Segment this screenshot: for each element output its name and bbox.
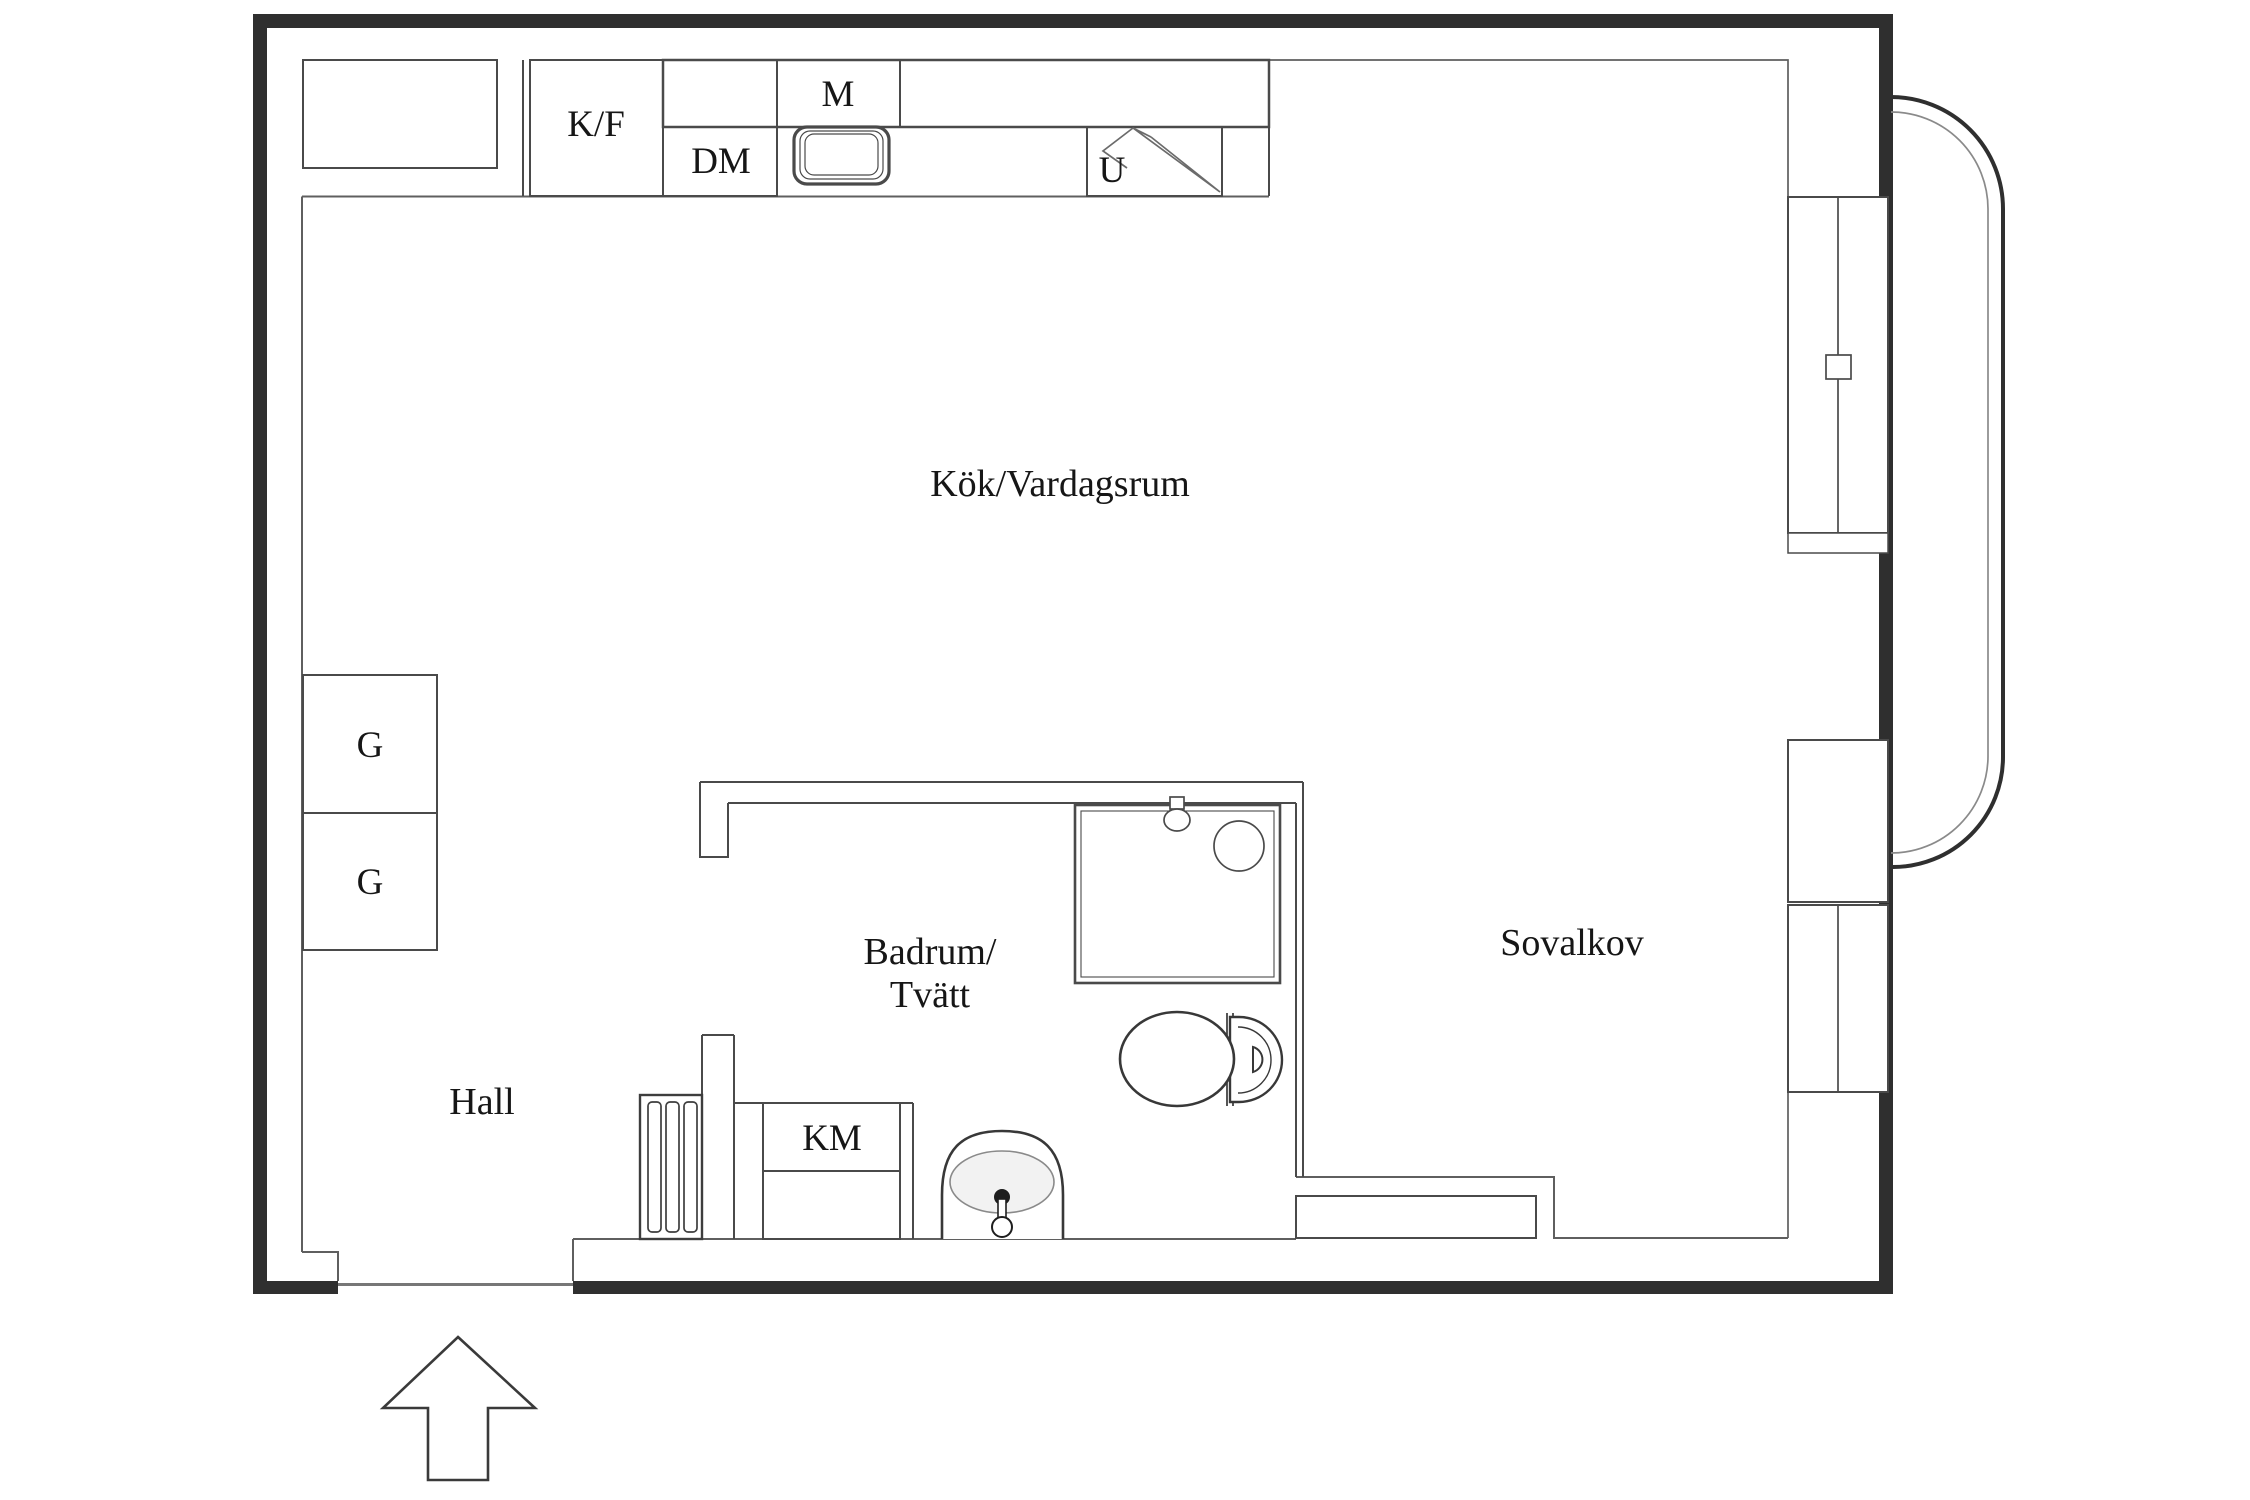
alcove-bench [1295,1195,1537,1239]
label-wardrobe-upper: G [357,725,384,766]
toilet-tank-inner [1237,1026,1272,1094]
shower-inner [1080,810,1275,978]
radiator-icon [638,1093,704,1241]
right-windows [1787,196,1889,1093]
window-top [1787,196,1889,554]
bathroom-wall-left-stub [701,1034,735,1239]
shower-head-icon [1163,796,1191,832]
label-fridge-freezer: K/F [567,104,625,145]
upper-cabinet-band [661,58,1271,129]
shower-head-face [1163,808,1191,832]
label-sleeping-alcove: Sovalkov [1500,922,1644,964]
shower-head-stem [1169,796,1185,810]
entrance-arrow-icon [379,1335,539,1482]
bathroom-wall-right [1295,782,1304,1177]
window-handle-icon [1825,354,1852,380]
hall-closet [302,59,498,169]
wall-left [253,14,267,1294]
label-microwave: M [822,74,855,115]
oven-box [1086,126,1223,197]
extractor-fan-icon [1101,127,1221,193]
label-dishwasher: DM [691,141,751,182]
labels: Kök/Vardagsrum Sovalkov Badrum/ Tvätt Ha… [357,74,1644,1159]
kitchen-sink-inner [804,133,879,176]
wardrobes [302,674,438,951]
sink-faucet-knob [991,1216,1013,1238]
entrance-threshold [338,1283,573,1286]
bathroom-walls [699,781,1304,1239]
label-washing-machine: KM [802,1118,862,1159]
radiator-slat [647,1101,662,1233]
radiator-slat [683,1101,698,1233]
fridge-gap-double-line [522,60,531,196]
shower-stool-icon [1213,820,1265,872]
outer-walls [253,14,1893,1294]
label-kitchen-living: Kök/Vardagsrum [930,463,1190,505]
label-oven: U [1099,150,1126,191]
balcony-outline-icon [1890,95,2005,869]
top-right-inner-line [1269,59,1789,197]
interior-lines [301,59,1789,1281]
label-bathroom-line1: Badrum/ [864,931,997,973]
kitchen-row [302,58,1271,197]
toilet-flush-button [1252,1045,1264,1074]
label-wardrobe-lower: G [357,862,384,903]
toilet-icon [1118,1010,1284,1108]
shower-icon [1073,796,1282,985]
bathroom-wall-left-tab [699,782,729,858]
kitchen-sink-icon [792,125,891,186]
window-lower [1787,904,1889,1093]
kitchen-sink-mid [799,130,884,180]
wardrobe-lower-box [302,812,438,951]
pedestal-sink-icon [940,1129,1065,1239]
label-bathroom-line2: Tvätt [890,974,971,1016]
label-hall: Hall [449,1081,514,1123]
window-sill [1787,532,1889,554]
washing-machine-box [734,1102,914,1240]
entrance-left-step [302,1251,339,1281]
radiator-frame [638,1093,704,1241]
balcony-outer-edge [1890,95,2005,869]
wall-top [253,14,1893,28]
balcony-door [1787,739,1889,903]
wall-bottom-left-piece [253,1281,338,1294]
radiator-slat [665,1101,680,1233]
alcove-step-line [1296,1176,1788,1239]
balcony-inner-edge [1890,111,1989,854]
wall-bottom-main [573,1281,1893,1294]
kitchen-sink-outer [792,125,891,186]
toilet-bowl [1118,1010,1236,1108]
